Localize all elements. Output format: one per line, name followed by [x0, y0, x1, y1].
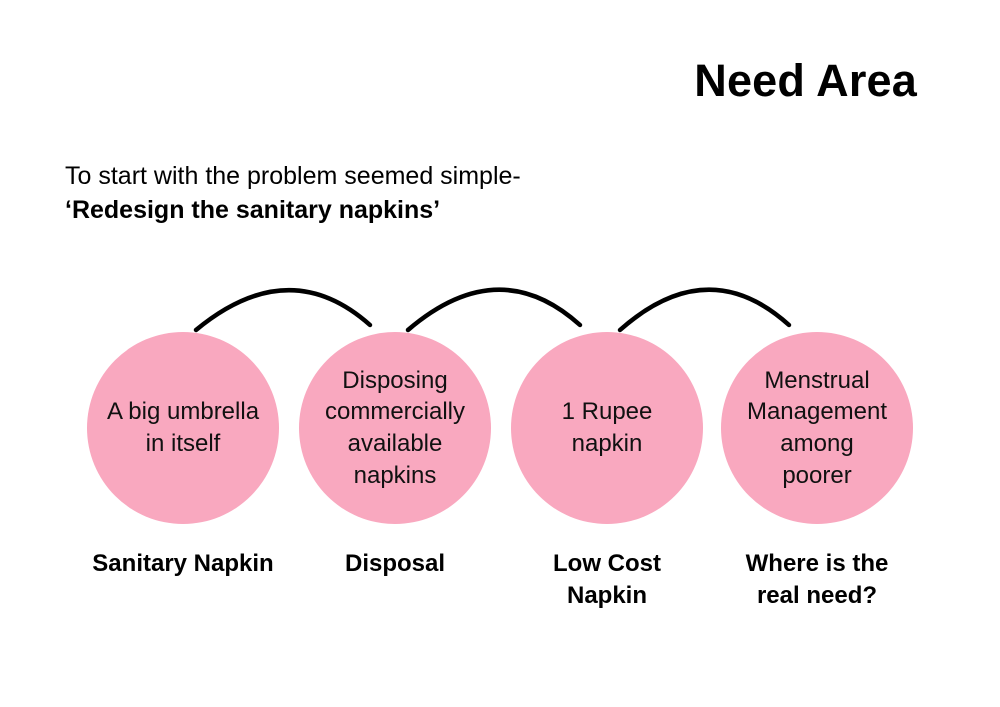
- node-caption-2: Disposal: [344, 550, 446, 577]
- arc-connector-3: [617, 287, 792, 333]
- node-caption-3: Low Cost Napkin: [553, 550, 661, 610]
- node-circle-1[interactable]: A big umbrella in itself: [87, 332, 279, 524]
- intro-text-block: To start with the problem seemed simple-…: [65, 160, 705, 228]
- node-caption-1: Sanitary Napkin: [92, 550, 274, 577]
- intro-line-2: ‘Redesign the sanitary napkins’: [65, 195, 441, 224]
- arc-connector-1: [193, 287, 373, 333]
- diagram-node-real-need[interactable]: Menstrual Management among poorer Where …: [721, 332, 913, 609]
- node-circle-4[interactable]: Menstrual Management among poorer: [721, 332, 913, 524]
- node-caption-4: Where is the real need?: [745, 550, 889, 610]
- page-title: Need Area: [694, 55, 917, 106]
- node-circle-label-1: A big umbrella in itself: [106, 398, 260, 457]
- circle-row: A big umbrella in itself Sanitary Napkin…: [0, 332, 1000, 609]
- node-circle-3[interactable]: 1 Rupee napkin: [511, 332, 703, 524]
- node-circle-label-4: Menstrual Management among poorer: [746, 366, 888, 489]
- node-circle-label-3: 1 Rupee napkin: [561, 398, 653, 457]
- diagram-node-sanitary-napkin[interactable]: A big umbrella in itself Sanitary Napkin: [87, 332, 279, 577]
- node-circle-2[interactable]: Disposing commercially available napkins: [299, 332, 491, 524]
- diagram-node-disposal[interactable]: Disposing commercially available napkins…: [299, 332, 491, 577]
- diagram-node-low-cost-napkin[interactable]: 1 Rupee napkin Low Cost Napkin: [511, 332, 703, 609]
- arc-connector-2: [405, 287, 583, 333]
- node-circle-label-2: Disposing commercially available napkins: [324, 366, 465, 489]
- intro-line-1: To start with the problem seemed simple-: [65, 162, 521, 190]
